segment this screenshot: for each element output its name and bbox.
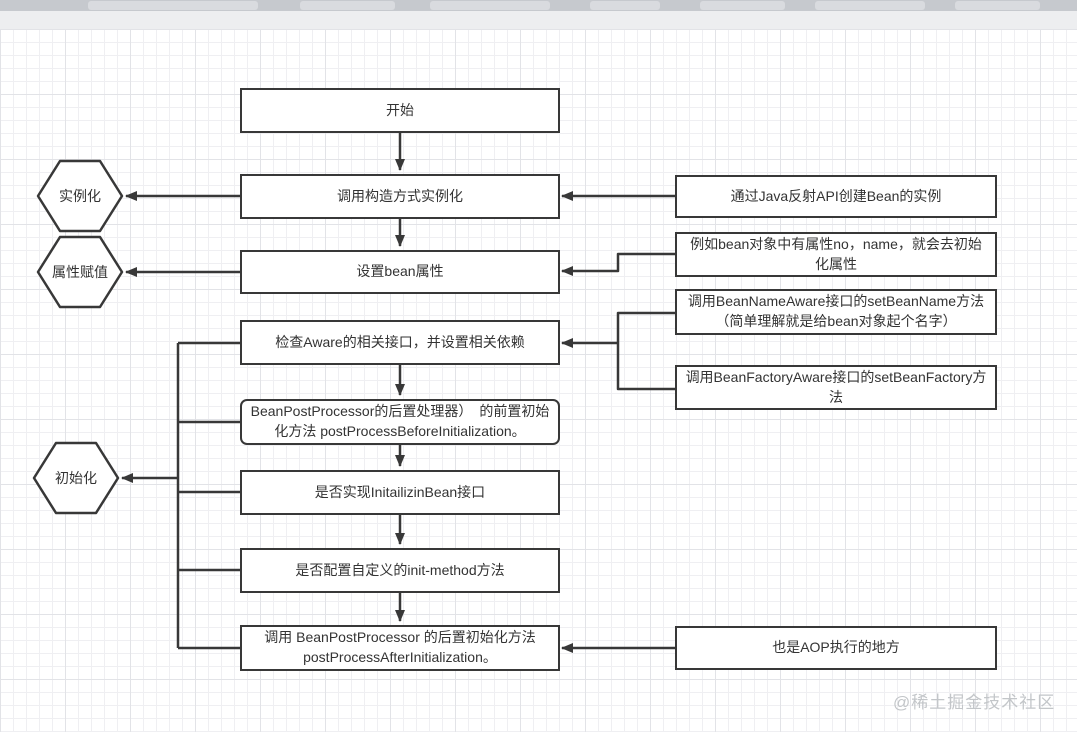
- flow-node-label: 调用 BeanPostProcessor 的后置初始化方法 postProces…: [264, 629, 536, 665]
- flow-node-instantiate: 调用构造方式实例化: [240, 174, 560, 219]
- watermark: @稀土掘金技术社区: [893, 693, 1056, 712]
- note-set-bean-factory: 调用BeanFactoryAware接口的setBeanFactory方法: [675, 365, 997, 410]
- stage-label-property-assignment: 属性赋值: [38, 264, 122, 281]
- flow-node-label: 检查Aware的相关接口，并设置相关依赖: [275, 333, 525, 350]
- tab-strip-segment: [955, 1, 1040, 10]
- tab-strip-segment: [590, 1, 660, 10]
- flow-node-post-process-after-init: 调用 BeanPostProcessor 的后置初始化方法 postProces…: [240, 625, 560, 671]
- tab-strip-segment: [300, 1, 395, 10]
- note-bean-properties-example: 例如bean对象中有属性no，name，就会去初始化属性: [675, 232, 997, 277]
- flow-node-label: 是否配置自定义的init-method方法: [295, 561, 505, 578]
- flow-node-initializing-bean-check: 是否实现InitailizinBean接口: [240, 470, 560, 515]
- flow-node-init-method-check: 是否配置自定义的init-method方法: [240, 548, 560, 593]
- flow-node-label: 开始: [386, 101, 414, 118]
- tab-strip-segment: [430, 1, 550, 10]
- note-label: 也是AOP执行的地方: [772, 639, 900, 656]
- note-label: 调用BeanFactoryAware接口的setBeanFactory方法: [685, 368, 987, 405]
- stage-label-instantiation: 实例化: [38, 188, 122, 205]
- stage-label-text: 属性赋值: [52, 264, 108, 280]
- note-set-bean-name: 调用BeanNameAware接口的setBeanName方法（简单理解就是给b…: [675, 289, 997, 335]
- tab-strip-segment: [700, 1, 785, 10]
- flow-node-label: 是否实现InitailizinBean接口: [314, 483, 486, 500]
- note-label: 例如bean对象中有属性no，name，就会去初始化属性: [690, 235, 982, 272]
- tab-strip-segment: [88, 1, 258, 10]
- stage-label-initialization: 初始化: [34, 470, 118, 487]
- tab-strip-segment: [815, 1, 925, 10]
- note-aop: 也是AOP执行的地方: [675, 626, 997, 670]
- browser-tab-strip: [0, 0, 1077, 11]
- stage-label-text: 初始化: [55, 470, 97, 486]
- note-java-reflection: 通过Java反射API创建Bean的实例: [675, 175, 997, 218]
- flow-node-post-process-before-init: BeanPostProcessor的后置处理器） 的前置初始化方法 postPr…: [240, 399, 560, 445]
- flow-node-label: 设置bean属性: [356, 263, 444, 280]
- flow-node-set-bean-properties: 设置bean属性: [240, 250, 560, 294]
- flow-node-start: 开始: [240, 88, 560, 133]
- note-label: 通过Java反射API创建Bean的实例: [730, 187, 942, 204]
- note-label: 调用BeanNameAware接口的setBeanName方法（简单理解就是给b…: [687, 293, 985, 329]
- flow-node-check-aware: 检查Aware的相关接口，并设置相关依赖: [240, 320, 560, 365]
- stage-label-text: 实例化: [59, 188, 101, 204]
- flow-node-label: 调用构造方式实例化: [337, 187, 463, 204]
- flow-node-label: BeanPostProcessor的后置处理器） 的前置初始化方法 postPr…: [250, 403, 550, 439]
